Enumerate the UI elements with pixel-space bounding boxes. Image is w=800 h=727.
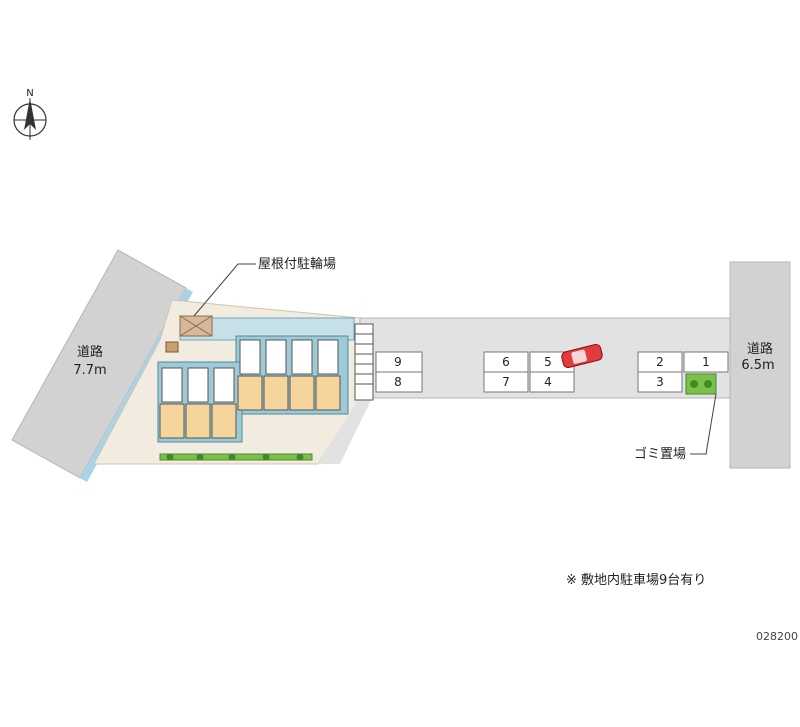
unit: [315, 375, 341, 411]
slot-label-3: 3: [656, 375, 664, 389]
garbage-area: [685, 373, 717, 395]
unit-stair: [239, 339, 261, 375]
unit-stair: [265, 339, 287, 375]
road-left-name: 道路: [77, 344, 103, 360]
garbage-leader-line: [690, 393, 717, 455]
parking-note: ※ 敷地内駐車場9台有り: [566, 572, 706, 588]
bicycle-parking: [179, 315, 213, 337]
parking-slot-7: [483, 371, 529, 393]
slot-label-9: 9: [394, 355, 402, 369]
garbage-label: ゴミ置場: [634, 446, 686, 462]
road-right: [729, 261, 791, 469]
unit-stair: [317, 339, 339, 375]
road-right-width: 6.5m: [741, 358, 774, 373]
apartment-building: [157, 317, 355, 443]
unit: [185, 403, 211, 439]
slot-label-1: 1: [702, 355, 710, 369]
small-shed-icon: [165, 341, 179, 353]
parking-slot-1: [683, 351, 729, 373]
unit-stair: [161, 367, 183, 403]
slot-label-4: 4: [544, 375, 552, 389]
entrance-stairs: [354, 323, 374, 401]
driveway-ramp: [318, 398, 372, 464]
unit: [237, 375, 263, 411]
slot-label-5: 5: [544, 355, 552, 369]
bicycle-parking-label: 屋根付駐輪場: [258, 256, 336, 272]
unit: [211, 403, 237, 439]
road-left-width: 7.7m: [73, 363, 106, 378]
bicycle-leader-line: [193, 263, 256, 317]
unit-stair: [213, 367, 235, 403]
unit: [289, 375, 315, 411]
slot-label-2: 2: [656, 355, 664, 369]
slot-label-8: 8: [394, 375, 402, 389]
slot-label-7: 7: [502, 375, 510, 389]
north-label: N: [26, 88, 33, 99]
slot-label-6: 6: [502, 355, 510, 369]
highlighted-car-icon: [561, 343, 603, 369]
parking-slot-4: [529, 371, 575, 393]
parking-slots: 9 8 6 7 5 4 2 1 3: [375, 351, 729, 393]
greenery-strip: [159, 453, 313, 461]
unit: [263, 375, 289, 411]
property-code: 028200: [756, 630, 798, 643]
north-arrow-icon: N: [13, 88, 47, 140]
parking-slot-3: [637, 371, 683, 393]
unit-stair: [291, 339, 313, 375]
road-right-name: 道路: [747, 341, 773, 357]
unit-stair: [187, 367, 209, 403]
parking-slot-8: [375, 371, 423, 393]
unit: [159, 403, 185, 439]
